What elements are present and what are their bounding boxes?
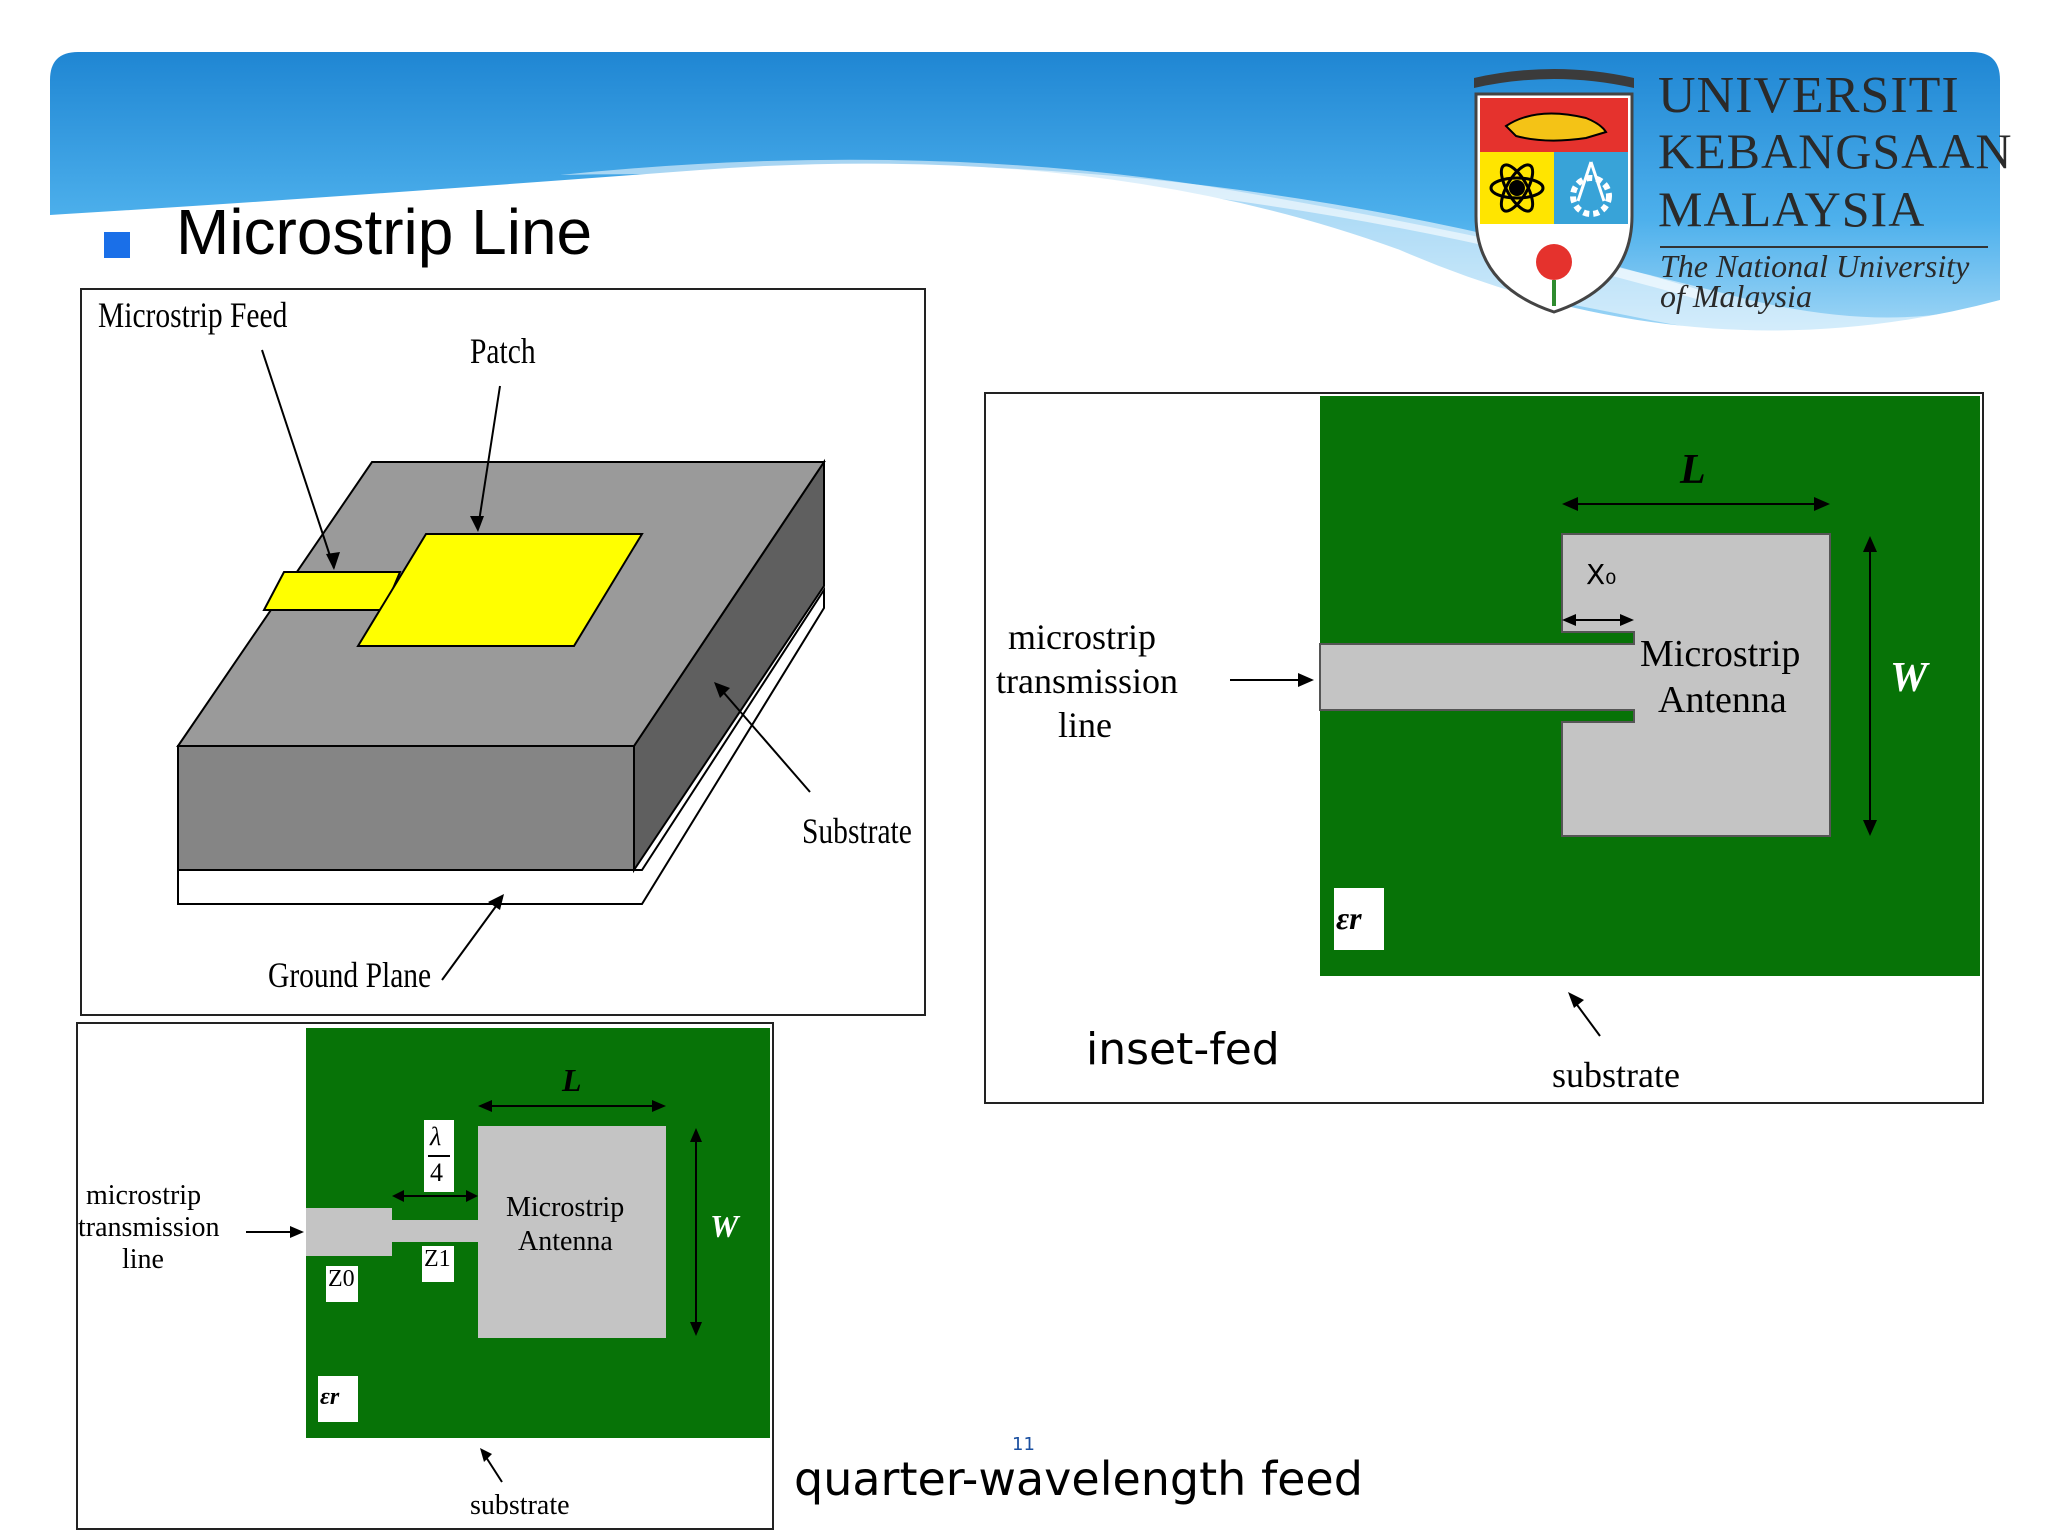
qw-label-line-3: line	[122, 1244, 164, 1275]
qw-label-substrate: substrate	[470, 1490, 570, 1521]
university-name-line3: MALAYSIA	[1658, 181, 1926, 237]
inset-label-antenna-2: Antenna	[1658, 679, 1787, 721]
qw-label-L: L	[562, 1062, 582, 1098]
university-subtitle-2: of Malaysia	[1660, 278, 1812, 314]
university-name-line1: UNIVERSITI	[1658, 67, 1960, 124]
qw-label-z1: Z1	[424, 1246, 451, 1272]
inset-label-antenna-1: Microstrip	[1640, 633, 1801, 675]
inset-label-line-2: transmission	[996, 661, 1179, 701]
label-patch: Patch	[470, 331, 536, 371]
university-crest-icon	[1474, 69, 1634, 314]
inset-label-L: L	[1680, 447, 1706, 493]
inset-label-W: W	[1890, 655, 1928, 701]
figure-3d-patch: Microstrip Feed Patch Substrate Ground P…	[80, 288, 926, 1016]
inset-label-x0: X₀	[1586, 558, 1617, 591]
qw-label-antenna-2: Antenna	[518, 1226, 613, 1257]
title-bullet-icon	[104, 232, 130, 258]
figure-inset-fed: microstrip transmission line L W X₀ Micr…	[984, 392, 1984, 1104]
inset-label-er: εr	[1336, 900, 1362, 936]
university-subtitle-1: The National University	[1660, 248, 1970, 284]
qw-label-antenna-1: Microstrip	[506, 1192, 625, 1223]
qw-label-line-1: microstrip	[86, 1180, 202, 1211]
inset-label-line-1: microstrip	[1008, 617, 1156, 657]
slide-title: Microstrip Line	[176, 196, 593, 268]
label-ground-plane: Ground Plane	[268, 955, 432, 995]
inset-label-substrate: substrate	[1552, 1055, 1680, 1095]
university-name-line2: KEBANGSAAN	[1658, 123, 2013, 179]
qw-label-lambda: λ	[430, 1122, 442, 1151]
qw-label-four: 4	[430, 1158, 443, 1187]
qw-label-W: W	[710, 1208, 739, 1244]
qw-label-z0: Z0	[328, 1266, 355, 1292]
qw-label-line-2: transmission	[78, 1212, 220, 1243]
label-microstrip-feed: Microstrip Feed	[98, 295, 288, 335]
label-substrate: Substrate	[802, 811, 912, 851]
inset-label-line-3: line	[1058, 705, 1112, 745]
logo-divider	[1660, 246, 1988, 248]
inset-caption: inset-fed	[1086, 1024, 1280, 1075]
figure-quarter-wave: microstrip transmission line L W λ 4 Z0 …	[76, 1022, 774, 1530]
qw-label-er: εr	[320, 1384, 340, 1410]
page-number: 11	[1012, 1434, 1035, 1455]
quarter-wave-caption: quarter-wavelength feed	[794, 1452, 1363, 1506]
